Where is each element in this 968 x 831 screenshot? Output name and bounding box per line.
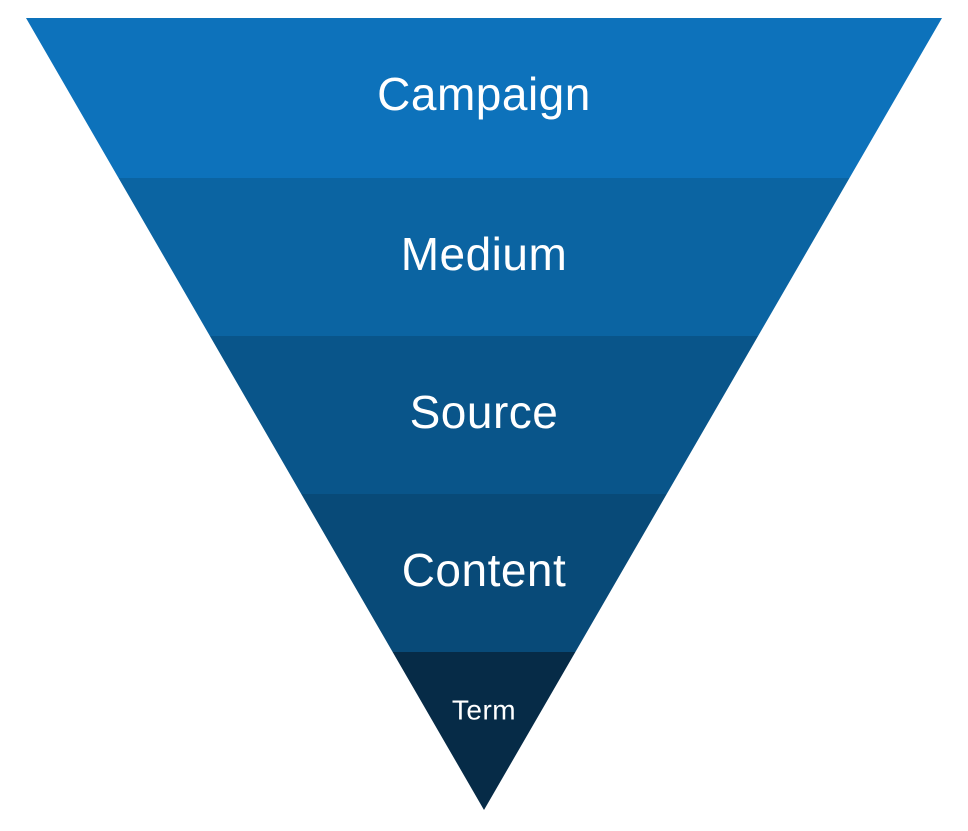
funnel-label-campaign: Campaign: [377, 68, 591, 120]
funnel-label-medium: Medium: [401, 228, 568, 280]
funnel-layer-campaign: [26, 18, 942, 178]
funnel-label-term: Term: [452, 694, 516, 725]
funnel-label-content: Content: [402, 544, 567, 596]
funnel-label-source: Source: [410, 386, 559, 438]
funnel-layer-term: [26, 652, 942, 810]
